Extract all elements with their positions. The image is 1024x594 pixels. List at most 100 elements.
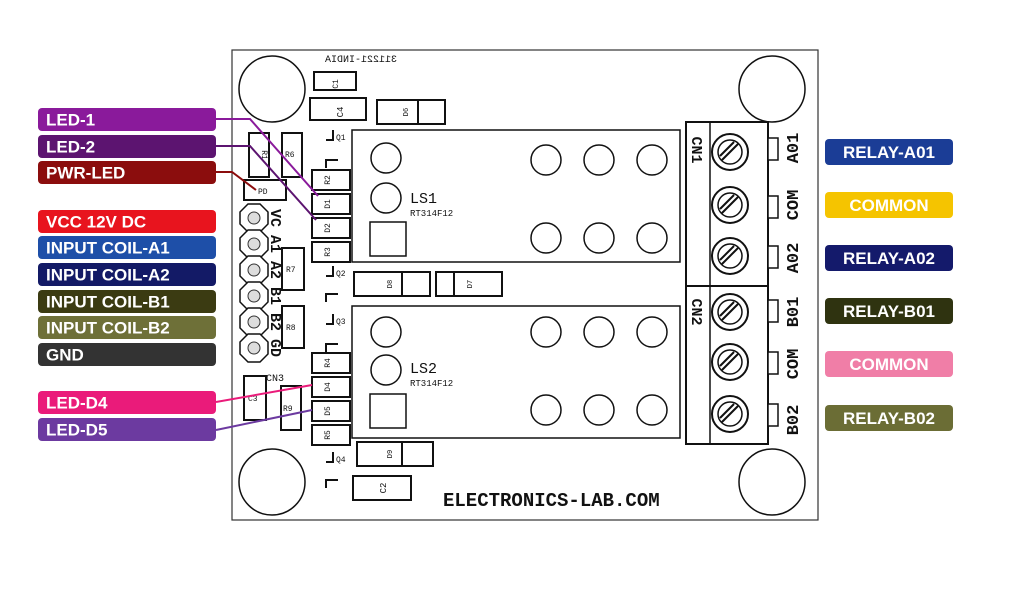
pin-b01: B01 [785, 297, 804, 328]
left-label-box [38, 391, 216, 414]
left-label-text: INPUT COIL-B1 [46, 293, 170, 312]
leader-led-2 [216, 145, 317, 221]
label-d7: D7 [467, 280, 475, 288]
led-d1 [311, 193, 351, 215]
left-label-2: PWR-LED [38, 161, 216, 184]
right-label-1: COMMON [825, 192, 953, 218]
label-q3: Q3 [336, 318, 346, 327]
resistor-r7 [281, 247, 305, 291]
left-label-box [38, 263, 216, 286]
leader-led-d5 [215, 409, 313, 431]
mirror-text: 311221-INDIA [325, 55, 397, 66]
right-label-text: RELAY-A01 [843, 143, 935, 162]
screw-terminals [711, 133, 749, 433]
left-label-box [38, 316, 216, 339]
label-r8: R8 [286, 324, 296, 333]
led-d2 [311, 217, 351, 239]
led-d4 [311, 376, 351, 398]
left-label-text: LED-D4 [46, 394, 108, 413]
right-label-text: RELAY-A02 [843, 249, 935, 268]
power-led-pd [243, 179, 287, 201]
connector-cn3 [239, 203, 269, 363]
label-r5: R5 [324, 430, 333, 440]
leader-led-d4 [215, 384, 313, 403]
label-d2: D2 [324, 223, 333, 233]
resistor-r4 [311, 352, 351, 374]
left-label-box [38, 290, 216, 313]
label-c2: C2 [379, 483, 389, 494]
leader-pwr-led [216, 171, 257, 191]
left-label-0: LED-1 [38, 108, 216, 131]
cn3-pin-vc: VC [266, 209, 283, 227]
label-cn2: CN2 [687, 298, 704, 325]
right-label-2: RELAY-A02 [825, 245, 953, 271]
left-label-box [38, 108, 216, 131]
label-pd: PD [258, 188, 268, 197]
pin-b02: B02 [785, 405, 804, 436]
relay-ls2 [351, 305, 681, 439]
left-label-text: VCC 12V DC [46, 213, 146, 232]
label-d4: D4 [324, 382, 333, 392]
left-label-1: LED-2 [38, 135, 216, 158]
label-r6: R6 [285, 151, 295, 160]
resistor-r8 [281, 305, 305, 349]
right-label-text: COMMON [849, 196, 928, 215]
capacitor-c2 [352, 475, 412, 501]
right-label-box [825, 192, 953, 218]
right-label-box [825, 139, 953, 165]
mounting-hole-top-left [238, 55, 306, 123]
left-label-text: LED-1 [46, 111, 95, 130]
label-q2: Q2 [336, 270, 346, 279]
cn3-pin-b1: B1 [266, 287, 283, 305]
relay-ls1-part: RT314F12 [410, 209, 453, 219]
diode-d6 [376, 99, 446, 125]
resistor-r9 [280, 385, 302, 431]
left-label-4: INPUT COIL-A1 [38, 236, 216, 259]
mounting-hole-bottom-left [238, 448, 306, 516]
relay-ls2-part: RT314F12 [410, 379, 453, 389]
right-label-box [825, 405, 953, 431]
label-q4: Q4 [336, 456, 346, 465]
left-label-text: INPUT COIL-B2 [46, 319, 170, 338]
left-label-5: INPUT COIL-A2 [38, 263, 216, 286]
left-label-text: LED-2 [46, 138, 95, 157]
capacitor-c4 [309, 97, 367, 121]
label-q1: Q1 [336, 134, 346, 143]
right-label-3: RELAY-B01 [825, 298, 953, 324]
leader-led-1 [216, 118, 319, 197]
diode-d9 [356, 441, 434, 467]
cn3-pin-a1: A1 [266, 235, 283, 253]
right-label-5: RELAY-B02 [825, 405, 953, 431]
label-r9: R9 [283, 405, 293, 414]
left-label-box [38, 418, 216, 441]
label-d9: D9 [387, 450, 395, 458]
right-label-4: COMMON [825, 351, 953, 377]
relay-ls2-name: LS2 [410, 361, 437, 378]
left-label-10: LED-D5 [38, 418, 216, 441]
label-cn3: CN3 [266, 374, 284, 385]
left-label-8: GND [38, 343, 216, 366]
left-label-text: GND [46, 346, 84, 365]
label-c1: C1 [332, 79, 341, 89]
label-d8: D8 [387, 280, 395, 288]
left-label-9: LED-D4 [38, 391, 216, 414]
label-c4: C4 [336, 107, 346, 118]
resistor-r5 [311, 424, 351, 446]
left-label-box [38, 210, 216, 233]
pin-com-2: COM [785, 349, 804, 380]
right-label-box [825, 351, 953, 377]
left-label-text: INPUT COIL-A2 [46, 266, 170, 285]
label-d1: D1 [324, 199, 333, 209]
resistor-r2 [311, 169, 351, 191]
capacitor-c1 [313, 71, 357, 91]
cn3-pin-b2: B2 [266, 313, 283, 331]
relay-ls1-name: LS1 [410, 191, 437, 208]
pin-com-1: COM [785, 190, 804, 221]
right-label-0: RELAY-A01 [825, 139, 953, 165]
website-text: ELECTRONICS-LAB.COM [443, 490, 660, 512]
diode-d8 [353, 271, 431, 297]
left-label-box [38, 236, 216, 259]
right-label-text: RELAY-B01 [843, 302, 935, 321]
label-cn1: CN1 [687, 136, 704, 163]
